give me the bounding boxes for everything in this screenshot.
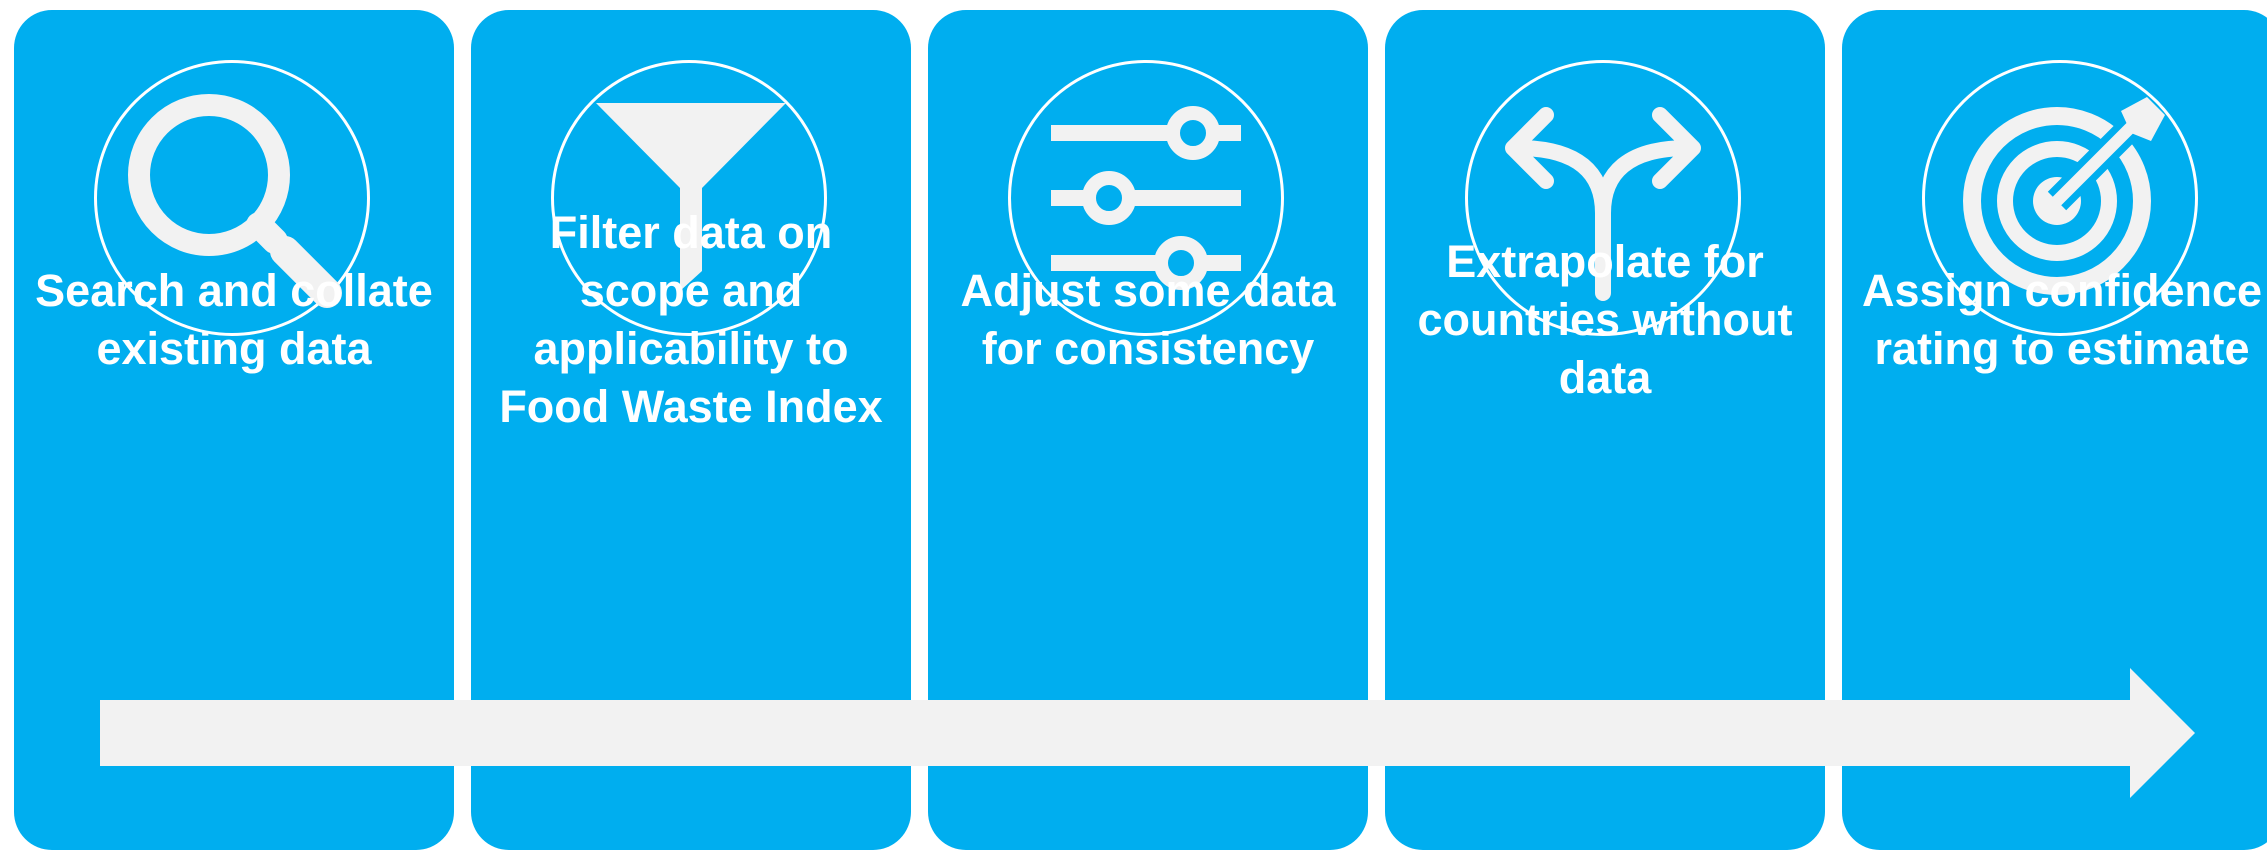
step-label-text: Filter data on scope and applicability t… — [499, 207, 883, 432]
step-label: Filter data on scope and applicability t… — [481, 160, 901, 480]
step-label: Adjust some data for consistency — [938, 160, 1358, 480]
sliders-icon — [1051, 106, 1241, 290]
funnel-icon — [596, 103, 786, 291]
step-label: Search and collate existing data — [24, 160, 444, 480]
branch-arrows-icon — [1505, 107, 1701, 301]
step-label: Assign confidence rating to estimate — [1852, 160, 2267, 480]
process-arrow — [100, 668, 2195, 798]
target-icon — [1963, 97, 2165, 295]
icon-circle — [1922, 60, 2198, 336]
step-label-text: Extrapolate for countries without data — [1417, 236, 1793, 403]
step-label: Extrapolate for countries without data — [1395, 160, 1815, 480]
icon-circle — [551, 60, 827, 336]
step-label-text: Assign confidence rating to estimate — [1861, 265, 2263, 374]
step-label-text: Adjust some data for consistency — [960, 265, 1336, 374]
magnifier-icon — [128, 94, 342, 308]
icon-circle — [1008, 60, 1284, 336]
icon-circle — [94, 60, 370, 336]
step-label-text: Search and collate existing data — [35, 265, 433, 374]
icon-circle — [1465, 60, 1741, 336]
